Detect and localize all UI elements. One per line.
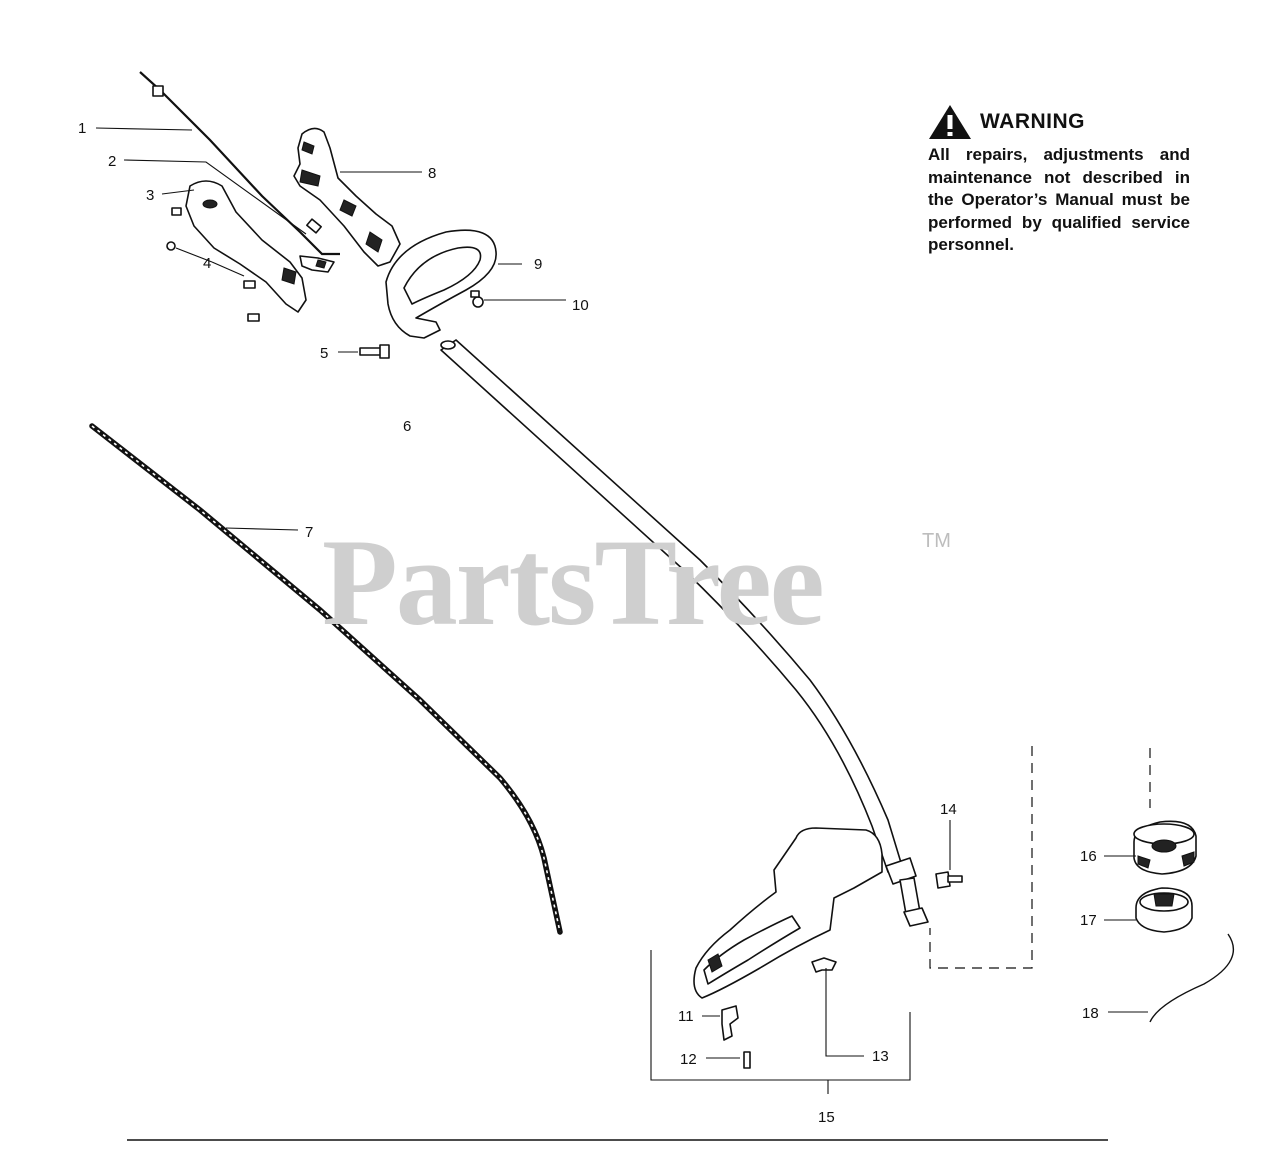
callout-4: 4 [203,255,211,272]
shield-nut-part [811,957,837,973]
callout-2: 2 [108,153,116,170]
callout-numbers: 1 2 3 4 5 6 7 8 9 10 11 12 13 14 15 16 1… [78,120,1099,1126]
warning-title: WARNING [980,110,1085,133]
loop-handle-part [385,229,497,339]
callout-13: 13 [872,1048,889,1065]
shield-screw-part [743,1051,751,1069]
handle-screws-part [166,207,260,322]
callout-14: 14 [940,801,957,818]
warning-header: WARNING [928,104,1190,140]
trimmer-head-cover-part [1133,820,1197,875]
callout-5: 5 [320,345,328,362]
callout-8: 8 [428,165,436,182]
grass-shield-part [693,827,883,999]
callout-12: 12 [680,1051,697,1068]
tube-clamp-knob-part [935,871,963,889]
shield-clip-part [721,1005,739,1041]
callout-11: 11 [678,1008,694,1025]
assembly-dashed-lines [929,746,1151,969]
flex-drive-shaft-part [89,423,563,935]
throttle-trigger-part [299,255,335,273]
shield-assembly-bracket [650,950,911,1094]
trademark-mark: TM [922,530,951,552]
callout-1: 1 [78,120,86,137]
loop-handle-bolt-part [359,344,390,359]
trimmer-line-part [1149,933,1235,1023]
callout-17: 17 [1080,912,1097,929]
loop-handle-knob-part [470,290,484,308]
partstree-watermark: PartsTree [322,514,825,651]
handle-housing-left-part [185,180,307,313]
callout-6: 6 [403,418,411,435]
leader-lines [95,127,1148,1059]
handle-housing-right-part [293,127,401,267]
callout-18: 18 [1082,1005,1099,1022]
callout-7: 7 [305,524,313,541]
callout-3: 3 [146,187,154,204]
warning-notice: WARNING All repairs, adjustments and mai… [928,104,1190,257]
callout-9: 9 [534,256,542,273]
warning-text: All repairs, adjustments and maintenance… [928,145,1190,254]
callout-15: 15 [818,1109,835,1126]
callout-16: 16 [1080,848,1097,865]
drive-tube-part [440,339,929,927]
callout-10: 10 [572,297,589,314]
warning-triangle-icon [929,105,971,139]
trimmer-spool-part [1135,887,1193,933]
throttle-cable-part [139,71,340,256]
